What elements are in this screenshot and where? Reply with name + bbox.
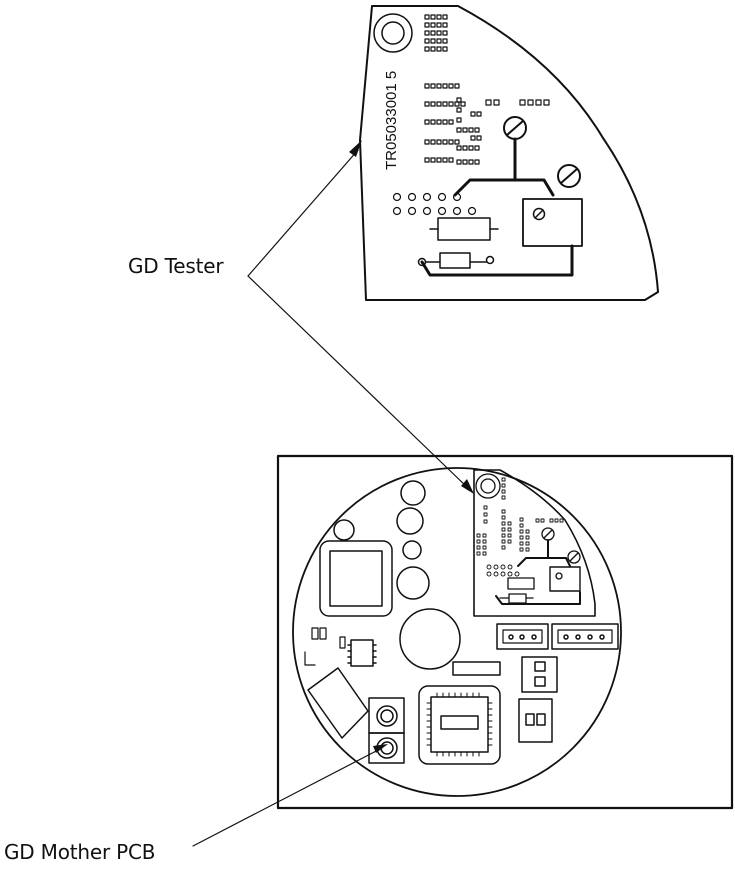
ic-8pin — [347, 639, 377, 667]
board-serial: TR05033001 5 — [383, 71, 400, 170]
square-component — [522, 198, 583, 247]
mounting-hole-outer — [373, 13, 413, 53]
connector-4pin — [551, 623, 619, 650]
pad-column — [424, 14, 448, 52]
connector-3pin — [496, 623, 549, 650]
trimmer-right — [557, 164, 581, 188]
resistor-small — [417, 252, 495, 269]
tester-board-outline — [359, 5, 659, 301]
leader-tester-down — [247, 275, 469, 489]
label-gd-mother-pcb: GD Mother PCB — [4, 840, 156, 864]
microcontroller — [418, 685, 501, 765]
arrowhead-tester-down — [461, 479, 474, 494]
pad-rows — [424, 83, 550, 165]
cap-1 — [400, 480, 426, 506]
resistor-large — [429, 217, 499, 241]
label-gd-tester: GD Tester — [128, 254, 224, 278]
leader-mother — [192, 747, 383, 847]
gd-tester-small — [473, 469, 596, 617]
trace-main — [453, 137, 555, 197]
big-capacitor — [399, 608, 461, 670]
mother-pcb-outline — [292, 467, 622, 797]
mother-pcb-components — [304, 480, 619, 765]
leader-tester-up — [247, 149, 359, 277]
transformer — [319, 540, 393, 617]
switch-block-2 — [518, 698, 553, 743]
gd-tester-large: TR05033001 5 — [359, 5, 659, 301]
assembly-frame — [276, 454, 734, 810]
cap-4 — [402, 540, 422, 560]
small-smd — [304, 627, 346, 666]
trace-lower — [420, 244, 574, 277]
small-tester-outline — [473, 469, 596, 617]
cap-2 — [333, 519, 355, 541]
leader-lines — [192, 149, 469, 847]
arrowhead-tester-up — [349, 140, 362, 157]
trimmer-blocks — [368, 697, 405, 764]
cap-5 — [396, 566, 430, 600]
switch-block-1 — [521, 656, 558, 693]
bottom-left-block — [307, 667, 369, 739]
cap-3 — [396, 507, 424, 535]
trimmer-top — [503, 116, 527, 140]
arrowheads — [349, 140, 474, 753]
mounting-hole-inner — [381, 21, 405, 45]
long-chip — [452, 661, 501, 676]
via-grid — [392, 192, 477, 216]
